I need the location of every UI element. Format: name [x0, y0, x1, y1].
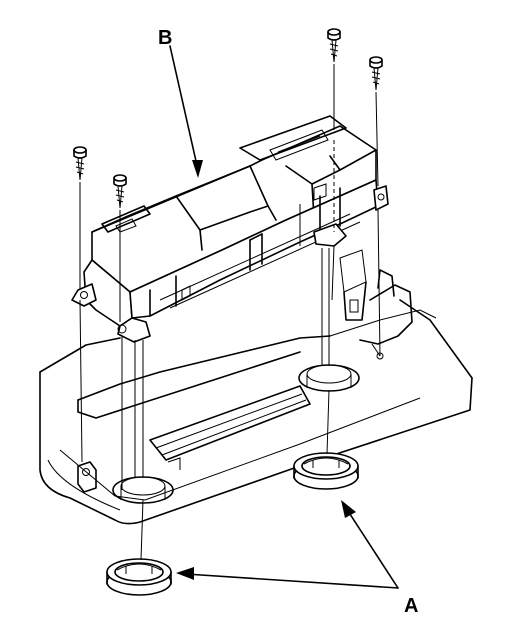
- callout-arrow-a-right: [341, 500, 399, 589]
- screw-left-outer: [73, 146, 87, 181]
- label-b: B: [158, 27, 172, 49]
- label-a: A: [404, 595, 418, 617]
- control-unit-b: [71, 115, 389, 343]
- knob-ring-a-right: [293, 452, 359, 490]
- screw-right-inner: [327, 28, 341, 63]
- screw-left-inner: [113, 174, 127, 209]
- screw-right-outer: [369, 56, 383, 91]
- knob-ring-a-left: [106, 558, 172, 596]
- alignment-lines: [79, 64, 384, 561]
- dashboard-panel: [39, 249, 473, 525]
- callout-arrow-a-left: [176, 567, 399, 589]
- callout-arrow-b: [169, 45, 203, 178]
- panel-opening-right: [298, 364, 360, 392]
